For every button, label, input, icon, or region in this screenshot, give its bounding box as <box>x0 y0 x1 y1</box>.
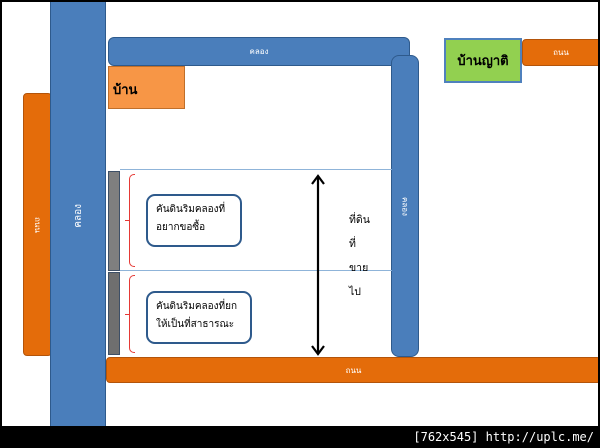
boundary-line-middle <box>120 270 392 271</box>
map-diagram: ถนน คลอง คลอง คลอง บ้าน บ้านญาติ ถนน ถนน… <box>2 2 598 426</box>
house-label: บ้าน <box>113 83 138 98</box>
road-top-right: ถนน <box>522 39 598 66</box>
upper-bank-strip <box>108 171 120 271</box>
upper-bank-label-line-1: คันดินริมคลองที่ <box>156 204 226 215</box>
house: บ้าน <box>108 66 185 109</box>
watermark-text: [762x545] http://uplc.me/ <box>413 430 594 444</box>
lower-bank-label-line-2: ให้เป็นที่สาธารณะ <box>156 319 235 330</box>
boundary-line-upper <box>120 169 392 170</box>
land-for-sale-line-2: ที่ <box>349 238 356 250</box>
land-for-sale-label: ที่ดิน ที่ ขาย ไป <box>349 208 379 304</box>
lower-bank-label-line-1: คันดินริมคลองที่ยก <box>156 301 238 312</box>
lower-bank-strip <box>108 272 120 355</box>
lower-bracket-tip <box>125 314 130 315</box>
upper-bank-label-line-2: อยากขอซื้อ <box>156 222 206 233</box>
relative-house: บ้านญาติ <box>444 38 522 83</box>
relative-house-label: บ้านญาติ <box>457 54 509 69</box>
road-left: ถนน <box>23 93 52 356</box>
road-left-label: ถนน <box>33 216 42 233</box>
land-depth-arrow <box>311 174 325 356</box>
upper-bracket-tip <box>125 220 130 221</box>
canal-left: คลอง <box>50 2 106 426</box>
land-for-sale-line-4: ไป <box>349 286 361 298</box>
lower-bank-label-box: คันดินริมคลองที่ยก ให้เป็นที่สาธารณะ <box>146 291 252 344</box>
road-top-right-label: ถนน <box>553 48 569 57</box>
image-host-watermark: [762x545] http://uplc.me/ <box>0 426 600 448</box>
road-bottom-label: ถนน <box>345 365 362 375</box>
canal-top: คลอง <box>108 37 410 66</box>
upper-bank-label-box: คันดินริมคลองที่ อยากขอซื้อ <box>146 194 242 247</box>
canal-left-label: คลอง <box>72 204 84 228</box>
canal-right: คลอง <box>391 55 419 357</box>
land-for-sale-line-1: ที่ดิน <box>349 214 370 226</box>
land-for-sale-line-3: ขาย <box>349 262 369 274</box>
canal-top-label: คลอง <box>249 47 269 56</box>
canal-right-label: คลอง <box>400 196 410 216</box>
road-bottom: ถนน <box>106 357 598 383</box>
